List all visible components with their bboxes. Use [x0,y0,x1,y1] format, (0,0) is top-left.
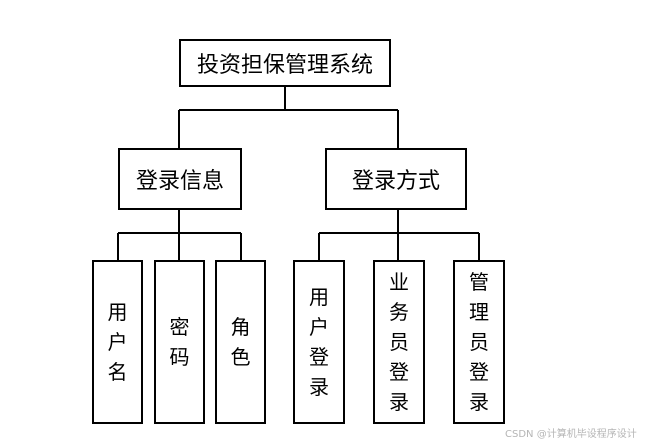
group-node-login-info: 登录信息 [118,148,242,210]
leaf-node-label: 管理员登录 [469,270,489,414]
leaf-node-label: 用户登录 [309,285,329,399]
leaf-node-username: 用户名 [92,260,143,424]
leaf-node-label: 密码 [169,315,190,369]
leaf-node-admin-login: 管理员登录 [453,260,505,424]
root-node-label: 投资担保管理系统 [196,53,373,78]
group-node-label: 登录方式 [351,169,440,194]
leaf-node-role: 角色 [215,260,266,424]
group-node-label: 登录信息 [135,169,224,194]
group-node-login-method: 登录方式 [325,148,467,210]
leaf-node-staff-login: 业务员登录 [373,260,425,424]
watermark: CSDN @计算机毕设程序设计 [505,429,637,440]
root-node: 投资担保管理系统 [179,39,391,87]
leaf-node-password: 密码 [154,260,205,424]
leaf-node-user-login: 用户登录 [293,260,345,424]
leaf-node-label: 业务员登录 [389,270,409,414]
leaf-node-label: 角色 [230,315,251,369]
leaf-node-label: 用户名 [107,300,128,384]
